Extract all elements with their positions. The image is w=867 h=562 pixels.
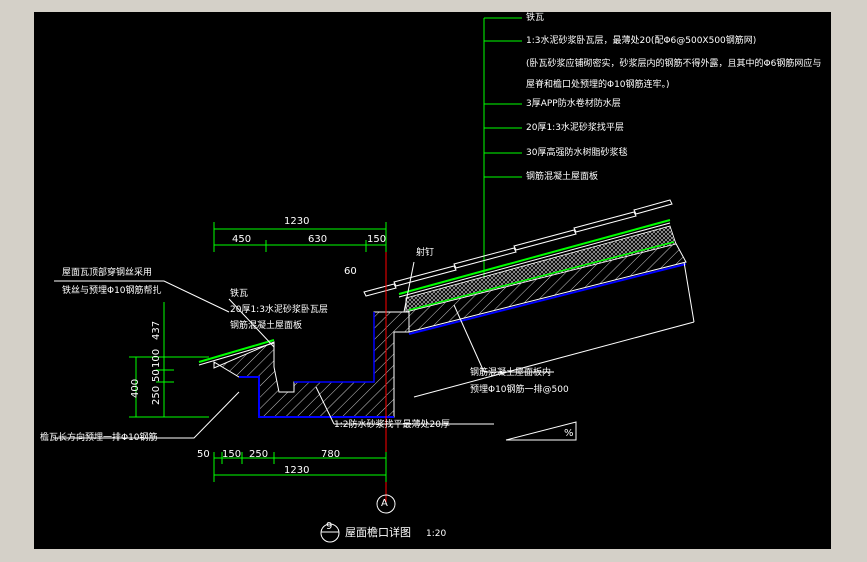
dim-left-50: 50 <box>151 369 162 382</box>
note-slab: 钢筋混凝土屋面板 <box>526 172 599 182</box>
slope-symbol <box>505 421 577 441</box>
dim-top-450: 450 <box>232 234 252 245</box>
roof-slab <box>398 219 687 335</box>
title-scale: 1:20 <box>426 529 447 539</box>
note-wire-tie: 铁丝与预埋Φ10钢筋帮扎 <box>62 286 162 296</box>
dim-bottom-total: 1230 <box>284 465 310 476</box>
note-tile: 铁瓦 <box>526 13 545 23</box>
dims-top <box>213 222 387 252</box>
axis-label: A <box>381 498 388 509</box>
slope-label: % <box>564 428 574 439</box>
dim-left-100: 100 <box>151 348 162 368</box>
note-screed: 20厚1:3水泥砂浆找平层 <box>526 123 624 133</box>
dim-bottom-50: 50 <box>197 449 210 460</box>
dim-left-250: 250 <box>151 385 162 405</box>
note-resin-mortar: 30厚高强防水树脂砂浆毯 <box>526 148 628 158</box>
note-eave-slab: 钢筋混凝土屋面板 <box>230 321 303 331</box>
note-mortar-detail-1: (卧瓦砂浆应铺砌密实，砂浆层内的钢筋不得外露，且其中的Φ6钢筋网应与 <box>526 59 822 69</box>
note-slab-inner: 钢筋混凝土屋面板内 <box>470 368 552 378</box>
dim-top-630: 630 <box>308 234 328 245</box>
note-nail: 射钉 <box>416 248 435 258</box>
note-eave-tile: 铁瓦 <box>230 289 249 299</box>
title-number-circle <box>320 523 340 543</box>
roof-tiles <box>363 199 673 297</box>
note-membrane: 3厚APP防水卷材防水层 <box>526 99 621 109</box>
dims-bottom <box>213 452 387 482</box>
title-text: 屋面檐口详图 <box>345 526 411 539</box>
title-number: 9 <box>326 521 333 532</box>
detail-drawing <box>54 17 695 543</box>
note-embedded-rebar: 预埋Φ10钢筋一排@500 <box>470 385 569 395</box>
dim-left-400: 400 <box>130 378 141 398</box>
note-mortar-bed: 1:3水泥砂浆卧瓦层，最薄处20(配Φ6@500X500钢筋网) <box>526 36 757 46</box>
dim-top-150: 150 <box>367 234 387 245</box>
dim-left-437: 437 <box>151 320 162 340</box>
cad-viewport[interactable]: 铁瓦 1:3水泥砂浆卧瓦层，最薄处20(配Φ6@500X500钢筋网) (卧瓦砂… <box>34 12 831 549</box>
dim-bottom-250: 250 <box>249 449 269 460</box>
note-wire: 屋面瓦顶部穿钢丝采用 <box>62 268 153 278</box>
dim-bottom-150: 150 <box>222 449 242 460</box>
left-leaders <box>54 261 554 439</box>
dim-top-total: 1230 <box>284 216 310 227</box>
dim-bottom-780: 780 <box>321 449 341 460</box>
note-eave-rebar: 檐瓦长方向预埋一排Φ10钢筋 <box>40 433 158 443</box>
notes-leader <box>483 17 522 280</box>
dims-left <box>129 302 209 418</box>
eave-profile <box>198 311 410 418</box>
axis-bubble <box>376 494 396 514</box>
note-mortar-detail-2: 屋脊和檐口处预埋的Φ10钢筋连牢。) <box>526 80 670 90</box>
dim-angle: 60 <box>344 266 357 277</box>
note-waterproof-mortar: 1:2防水砂浆找平最薄处20厚 <box>334 420 450 430</box>
note-eave-mortar: 20厚1:3水泥砂浆卧瓦层 <box>230 305 328 315</box>
